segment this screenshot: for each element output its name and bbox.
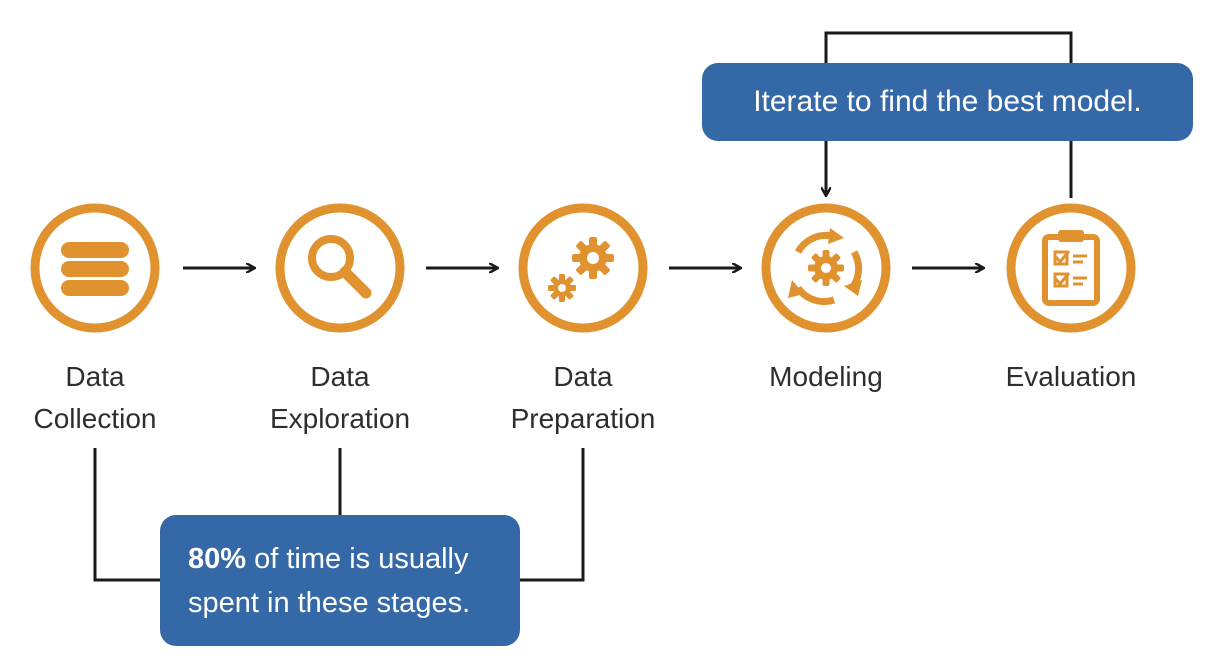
magnifier-icon [275, 203, 405, 333]
gears-icon [518, 203, 648, 333]
stage-label-data-preparation: Data Preparation [510, 361, 656, 434]
time-callout-line2: spent in these stages. [188, 587, 471, 619]
stage-label-evaluation: Evaluation [1005, 361, 1137, 392]
stage-label-modeling: Modeling [769, 361, 883, 392]
time-callout-line1-rest: of time is usually [246, 543, 469, 575]
stage-label-data-exploration: Data Exploration [269, 361, 411, 434]
database-icon [30, 203, 160, 333]
clipboard-checklist-icon [1006, 203, 1136, 333]
iterate-callout: Iterate to find the best model. [702, 63, 1193, 141]
gear-cycle-icon [761, 203, 891, 333]
time-callout-emphasis: 80% [188, 543, 247, 575]
time-spent-callout: 80% of time is usually spent in these st… [160, 515, 520, 646]
time-callout-line1: 80% of time is usually [188, 537, 520, 581]
stage-label-data-collection: Data Collection [33, 361, 157, 434]
iterate-callout-text: Iterate to find the best model. [753, 85, 1142, 118]
